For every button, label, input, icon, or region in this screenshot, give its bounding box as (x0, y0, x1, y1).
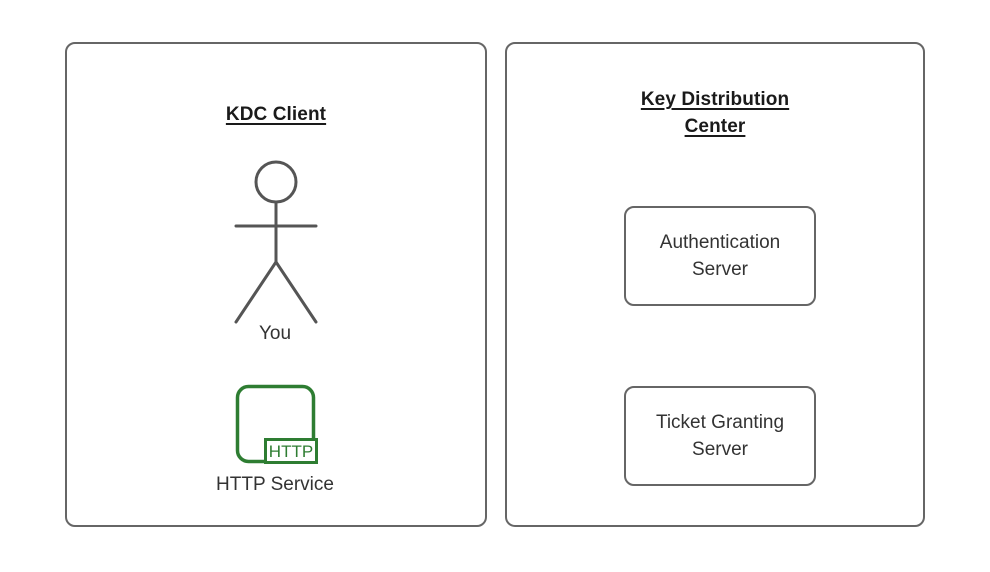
http-service-svg: HTTP (235, 384, 318, 464)
panel-kdc-client-title-line-1: KDC Client (225, 104, 327, 125)
panel-key-distribution-center-title: Key Distribution Center (505, 86, 925, 140)
http-service-icon[interactable]: HTTP (232, 381, 322, 467)
ticket-granting-server-label: Ticket Granting Server (655, 412, 785, 460)
stick-figure-right-leg (274, 260, 318, 324)
stick-figure-svg (234, 160, 318, 324)
actor-you-label: You (258, 323, 292, 344)
stick-figure-icon (228, 155, 324, 330)
panel-kdc-title-line-2: Center (684, 116, 746, 137)
panel-kdc-client-title: KDC Client (65, 101, 487, 128)
authentication-server-label: Authentication Server (659, 232, 781, 280)
http-service-label: HTTP Service (216, 474, 334, 495)
panel-kdc-title-line-1: Key Distribution (640, 89, 790, 110)
http-badge-text: HTTP (269, 442, 313, 461)
stick-figure-head (254, 160, 298, 204)
authentication-server-box[interactable]: Authentication Server (624, 206, 816, 306)
ticket-granting-server-box[interactable]: Ticket Granting Server (624, 386, 816, 486)
http-badge-border (264, 438, 318, 464)
stick-figure-left-leg (234, 260, 278, 324)
